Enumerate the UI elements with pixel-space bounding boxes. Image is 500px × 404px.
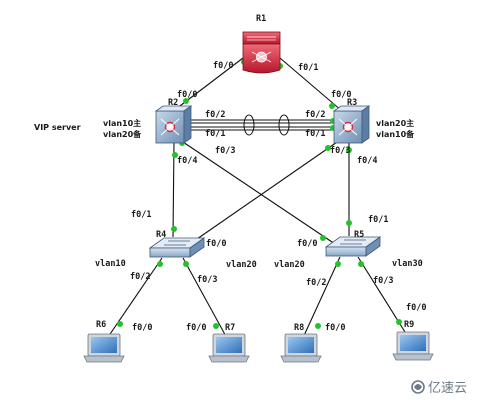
port-dot	[325, 145, 331, 151]
r3-role-line-1: vlan20主	[376, 118, 414, 128]
iface-r2-trunk-bot: f0/1	[205, 129, 225, 139]
port-dot	[171, 226, 177, 232]
l3-switch-r2-icon[interactable]	[154, 105, 193, 144]
iface-r3-down: f0/4	[357, 156, 377, 166]
pc-r9-icon[interactable]	[392, 331, 434, 361]
iface-r4-left: f0/2	[130, 272, 150, 282]
node-name-r8: R8	[294, 323, 304, 333]
link-r5-r9	[357, 256, 411, 341]
router-r1-icon[interactable]	[242, 31, 281, 74]
vlan-r5-left: vlan20	[274, 260, 305, 270]
port-dot	[172, 152, 178, 158]
port-channel-ellipse-left	[243, 114, 255, 136]
iface-r3-cross: f0/3	[330, 146, 350, 156]
links	[105, 57, 411, 341]
iface-r1-right: f0/1	[298, 63, 318, 73]
iface-r9: f0/0	[406, 303, 426, 313]
port-dot	[157, 261, 163, 267]
yisu-logo-icon	[411, 380, 425, 394]
port-channel-ellipse-right	[278, 114, 290, 136]
iface-r4-up: f0/1	[131, 210, 151, 220]
r3-role-line-2: vlan10备	[376, 129, 415, 139]
iface-r7: f0/0	[186, 323, 206, 333]
iface-r4-right: f0/3	[197, 275, 217, 285]
vlan-r4-left: vlan10	[95, 259, 126, 269]
iface-r6: f0/0	[132, 323, 152, 333]
node-name-r6: R6	[96, 320, 106, 330]
port-dot	[329, 103, 335, 109]
port-dot	[396, 319, 402, 325]
iface-r4-cross: f0/0	[206, 239, 226, 249]
iface-r2-cross: f0/3	[215, 146, 235, 156]
iface-r5-cross: f0/0	[297, 239, 317, 249]
port-dot	[346, 147, 352, 153]
vlan-r5-right: vlan30	[392, 259, 423, 269]
link-r4-r6	[105, 257, 163, 341]
vip-server-label: VIP server	[34, 123, 81, 132]
node-name-r9: R9	[404, 320, 414, 330]
port-dot	[346, 220, 352, 226]
link-r2-r4	[172, 141, 175, 238]
node-name-r7: R7	[225, 323, 235, 333]
link-r1-r3	[279, 57, 343, 112]
iface-r5-left: f0/2	[306, 278, 326, 288]
switch-r5-icon[interactable]	[324, 236, 382, 257]
iface-r3-trunk-bot: f0/1	[305, 129, 325, 139]
node-name-r4: R4	[156, 230, 166, 240]
pc-r7-icon[interactable]	[208, 333, 250, 363]
pc-r8-icon[interactable]	[280, 333, 322, 363]
watermark-text: 亿速云	[428, 381, 467, 396]
vlan-r4-right: vlan20	[226, 260, 257, 270]
node-name-r3: R3	[347, 98, 357, 108]
link-r3-r4	[183, 139, 341, 249]
link-r2-r5	[179, 139, 336, 245]
port-dot	[358, 261, 364, 267]
iface-r3-up: f0/0	[331, 90, 351, 100]
node-name-r2: R2	[168, 98, 178, 108]
r2-role-line-2: vlan20备	[103, 129, 142, 139]
port-dot	[117, 321, 123, 327]
node-name-r1: R1	[256, 14, 266, 24]
iface-r5-right: f0/3	[373, 276, 393, 286]
node-name-r5: R5	[354, 230, 364, 240]
iface-r5-up: f0/1	[368, 215, 388, 225]
iface-r3-trunk-top: f0/2	[305, 110, 325, 120]
link-r5-r8	[301, 256, 341, 341]
port-dot	[183, 261, 189, 267]
port-dot	[315, 323, 321, 329]
pc-r6-icon[interactable]	[83, 333, 125, 363]
iface-r1-left: f0/0	[213, 61, 233, 71]
switch-r4-icon[interactable]	[148, 237, 206, 258]
iface-r8: f0/0	[325, 323, 345, 333]
l3-switch-r3-icon[interactable]	[332, 105, 371, 144]
port-dot	[183, 98, 189, 104]
port-dot	[320, 235, 326, 241]
iface-r2-trunk-top: f0/2	[205, 110, 225, 120]
port-dot	[213, 323, 219, 329]
r2-role-line-1: vlan10主	[103, 118, 141, 128]
port-dot	[335, 261, 341, 267]
iface-r2-up: f0/0	[177, 90, 197, 100]
watermark: 亿速云	[411, 380, 467, 396]
link-r4-r7	[182, 257, 229, 341]
iface-r2-down: f0/4	[177, 156, 197, 166]
